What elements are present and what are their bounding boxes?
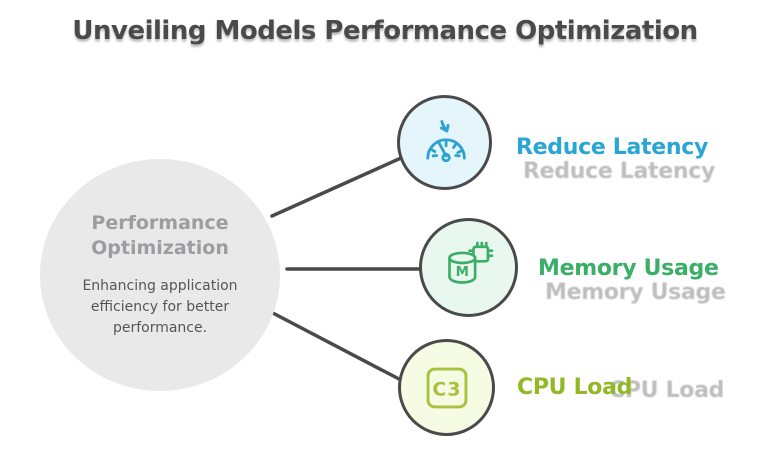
label-memory-usage-text: Memory Usage [538,256,719,281]
database-cylinder: M [447,251,476,284]
chip-part [467,241,493,263]
memory-database-chip-icon: M [447,241,493,284]
central-node-performance-optimization: Performance Optimization Enhancing appli… [40,159,280,391]
label-cpu-load: CPU Load CPU Load [517,375,724,403]
connector-to-cpu-load [267,309,401,381]
central-node-title: Performance Optimization [91,212,229,259]
node-reduce-latency [397,95,492,190]
svg-text:C3: C3 [432,378,461,400]
label-reduce-latency-ghost: Reduce Latency [523,159,716,184]
node-cpu-load: C3 [398,339,495,436]
label-cpu-load-ghost: CPU Load [609,378,725,403]
label-cpu-load-text: CPU Load [517,375,633,400]
connector-to-reduce-latency [270,156,403,218]
svg-text:M: M [455,264,468,279]
label-memory-usage: Memory Usage Memory Usage [538,256,726,305]
diagram-title: Unveiling Models Performance Optimizatio… [72,16,698,46]
cpu-chip-icon: C3 [426,367,467,408]
node-memory-usage: M [419,218,518,317]
label-reduce-latency: Reduce Latency Reduce Latency [516,135,715,184]
gauge-down-arrow-icon [425,119,466,162]
label-memory-usage-ghost: Memory Usage [545,280,726,305]
central-node-description: Enhancing application efficiency for bet… [82,277,238,336]
label-reduce-latency-text: Reduce Latency [516,135,709,160]
